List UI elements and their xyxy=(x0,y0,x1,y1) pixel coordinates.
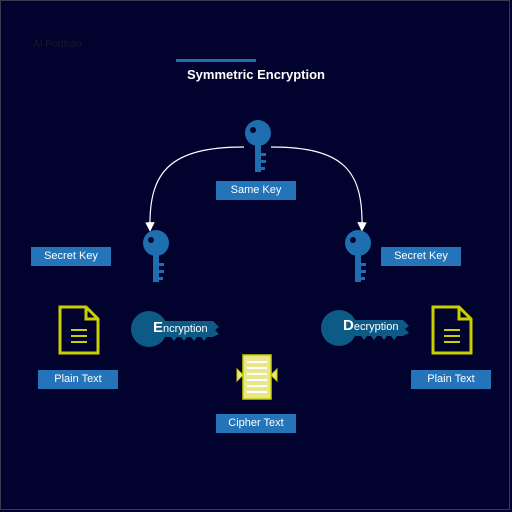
cipher-text-label: Cipher Text xyxy=(216,414,296,433)
decryption-rest: ecryption xyxy=(353,321,399,333)
encryption-rest: ncryption xyxy=(163,323,208,335)
diagram-title: Symmetric Encryption xyxy=(187,67,325,82)
decryption-label: Decryption xyxy=(343,317,398,334)
plain-text-label-right: Plain Text xyxy=(411,370,491,389)
document-icon xyxy=(58,305,100,355)
plain-text-label-left: Plain Text xyxy=(38,370,118,389)
title-underline xyxy=(176,59,256,62)
cipher-document-icon xyxy=(236,354,278,400)
document-icon xyxy=(431,305,473,355)
decryption-key-shape xyxy=(321,310,409,346)
encryption-label: Encryption xyxy=(153,319,208,336)
encryption-key-shape xyxy=(131,311,219,347)
arrow-right xyxy=(270,146,367,232)
encryption-initial: E xyxy=(153,319,164,336)
key-icon xyxy=(245,120,271,172)
key-icon xyxy=(345,230,371,282)
arrow-left xyxy=(145,146,245,232)
secret-key-label-right: Secret Key xyxy=(381,247,461,266)
watermark: AI Portfolio xyxy=(33,39,82,50)
key-icon xyxy=(143,230,169,282)
secret-key-label-left: Secret Key xyxy=(31,247,111,266)
same-key-label: Same Key xyxy=(216,181,296,200)
decryption-initial: D xyxy=(343,317,354,334)
